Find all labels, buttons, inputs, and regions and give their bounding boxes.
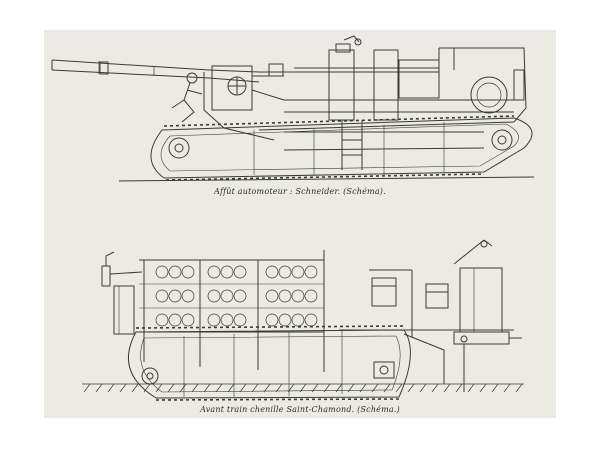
breech-mechanism [212, 64, 284, 110]
crew-seats [369, 270, 448, 337]
figure-caption: Affût automoteur : Schneider. (Schéma). [214, 187, 386, 196]
tracked-carriage-drawing [44, 222, 556, 402]
figure-caption: Avant train chenille Saint-Chamond. (Sch… [200, 405, 400, 414]
track-assembly [151, 116, 532, 180]
cab-structure [204, 36, 526, 140]
gun-barrel [52, 60, 259, 82]
operator-figure [172, 73, 202, 122]
self-propelled-gun-drawing [44, 30, 556, 185]
ground-hatching [44, 382, 556, 394]
illustration-plate: Affût automoteur : Schneider. (Schéma). [44, 30, 556, 418]
hatch-marks [84, 384, 522, 392]
front-towbar [102, 252, 142, 334]
shell-rows [156, 266, 317, 326]
ground-line [119, 177, 534, 181]
